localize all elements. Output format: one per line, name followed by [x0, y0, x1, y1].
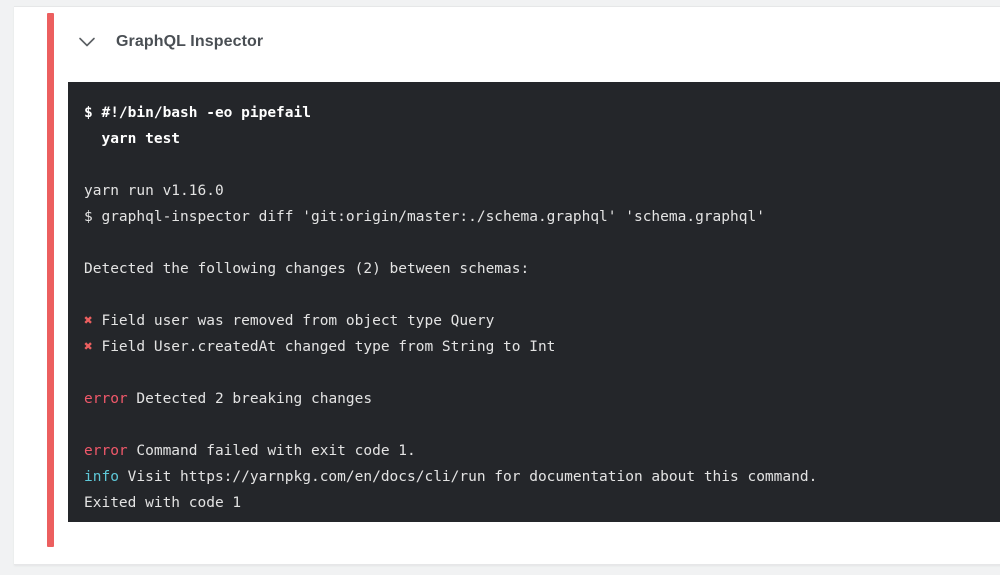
terminal-text: Visit https://yarnpkg.com/en/docs/cli/ru… [118, 469, 818, 485]
terminal-line [84, 412, 1000, 438]
build-step-card: GraphQL Inspector $ #!/bin/bash -eo pipe… [14, 6, 1000, 565]
terminal-text: Detected 2 breaking changes [127, 391, 373, 407]
terminal-command-text: $ #!/bin/bash -eo pipefail [84, 105, 311, 121]
terminal-text: $ graphql-inspector diff 'git:origin/mas… [84, 209, 765, 225]
chevron-down-icon[interactable] [74, 29, 100, 55]
breaking-change-x-icon: ✖ [84, 313, 93, 329]
terminal-line: ✖ Field user was removed from object typ… [84, 308, 1000, 334]
terminal-line: info Visit https://yarnpkg.com/en/docs/c… [84, 464, 1000, 490]
terminal-command-text: yarn test [84, 131, 181, 147]
terminal-lines: $ #!/bin/bash -eo pipefail yarn test yar… [84, 100, 1000, 516]
terminal-text: Field User.createdAt changed type from S… [92, 339, 556, 355]
log-level-info: info [84, 469, 119, 485]
terminal-text: Command failed with exit code 1. [127, 443, 416, 459]
page-title: GraphQL Inspector [116, 33, 264, 50]
terminal-line: $ #!/bin/bash -eo pipefail [84, 100, 1000, 126]
terminal-text: Field user was removed from object type … [92, 313, 495, 329]
terminal-line: Exited with code 1 [84, 490, 1000, 516]
step-status-rail [47, 13, 54, 547]
terminal-line: yarn test [84, 126, 1000, 152]
terminal-line: error Command failed with exit code 1. [84, 438, 1000, 464]
terminal-line: yarn run v1.16.0 [84, 178, 1000, 204]
terminal-output[interactable]: $ #!/bin/bash -eo pipefail yarn test yar… [68, 82, 1000, 522]
terminal-line [84, 360, 1000, 386]
terminal-line [84, 282, 1000, 308]
step-header[interactable]: GraphQL Inspector [74, 27, 263, 57]
terminal-line [84, 152, 1000, 178]
log-level-error: error [84, 443, 128, 459]
terminal-line: $ graphql-inspector diff 'git:origin/mas… [84, 204, 1000, 230]
terminal-line: ✖ Field User.createdAt changed type from… [84, 334, 1000, 360]
terminal-text: yarn run v1.16.0 [84, 183, 224, 199]
terminal-line: error Detected 2 breaking changes [84, 386, 1000, 412]
terminal-text: Exited with code 1 [84, 495, 242, 511]
terminal-line [84, 230, 1000, 256]
breaking-change-x-icon: ✖ [84, 339, 93, 355]
terminal-text: Detected the following changes (2) betwe… [84, 261, 530, 277]
terminal-line: Detected the following changes (2) betwe… [84, 256, 1000, 282]
log-level-error: error [84, 391, 128, 407]
